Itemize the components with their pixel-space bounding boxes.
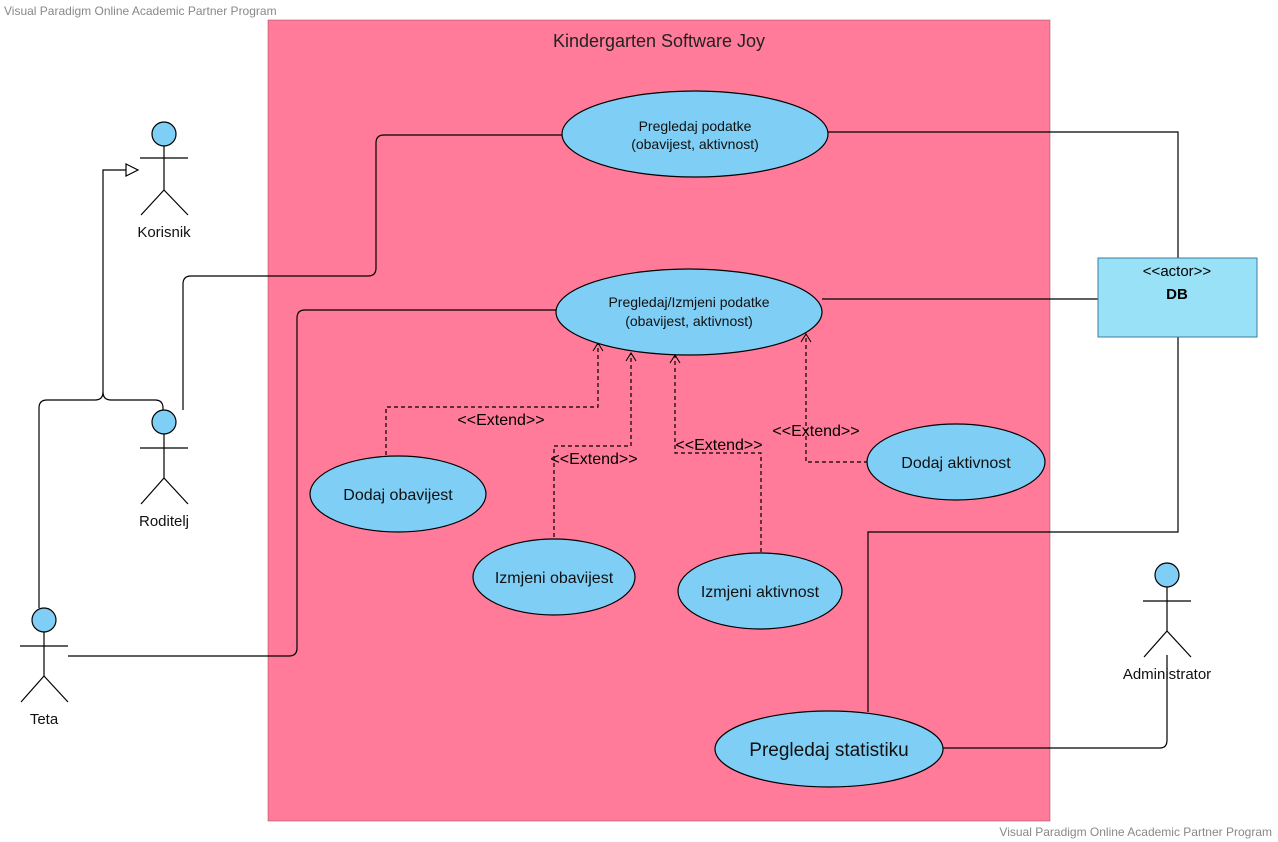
- actor-administrator-label: Administrator: [1123, 666, 1211, 683]
- actor-roditelj[interactable]: [140, 409, 189, 505]
- use-case-pregledaj-statistiku[interactable]: [714, 710, 944, 788]
- extend-dodaj-obavijest: [385, 342, 604, 455]
- use-case-label-pregledaj-statistiku: Pregledaj statistiku: [749, 740, 908, 761]
- use-case-label-dodaj-aktivnost: Dodaj aktivnost: [901, 455, 1011, 472]
- assoc-roditelj-pregledaj: [182, 134, 563, 410]
- actor-administrator[interactable]: [1143, 562, 1192, 658]
- use-case-dodaj-aktivnost[interactable]: [866, 423, 1046, 501]
- db-name: DB: [1166, 286, 1188, 303]
- teta-head-icon: [31, 607, 57, 633]
- assoc-teta-pregledaj-izmjeni: [68, 309, 557, 657]
- administrator-head-icon: [1154, 562, 1180, 588]
- use-case-izmjeni-obavijest[interactable]: [472, 538, 636, 616]
- assoc-statistika-administrator: [943, 655, 1168, 749]
- watermark-top: Visual Paradigm Online Academic Partner …: [4, 4, 277, 18]
- use-case-pregledaj-izmjeni-podatke[interactable]: [555, 268, 823, 356]
- extend-izmjeni-obavijest: [553, 352, 637, 537]
- generalization-roditelj-korisnik: [102, 169, 164, 410]
- actor-teta-label: Teta: [30, 711, 59, 728]
- use-case-label-pregledaj-izmjeni-2: (obavijest, aktivnost): [625, 313, 753, 329]
- use-case-label-pregledaj-podatke-2: (obavijest, aktivnost): [631, 136, 759, 152]
- use-case-label-dodaj-obavijest: Dodaj obavijest: [343, 487, 453, 504]
- extend-label-dodaj-aktivnost: <<Extend>>: [772, 423, 859, 440]
- extend-izmjeni-aktivnost: [669, 354, 762, 552]
- db-stereotype: <<actor>>: [1143, 263, 1212, 280]
- roditelj-head-icon: [151, 409, 177, 435]
- use-case-izmjeni-aktivnost[interactable]: [677, 552, 843, 630]
- actor-korisnik-label: Korisnik: [137, 224, 191, 241]
- generalization-teta-korisnik: [38, 391, 104, 608]
- extend-label-izmjeni-obavijest: <<Extend>>: [550, 451, 637, 468]
- use-case-label-izmjeni-aktivnost: Izmjeni aktivnost: [701, 584, 820, 601]
- use-case-pregledaj-podatke[interactable]: [561, 90, 829, 178]
- system-title: Kindergarten Software Joy: [553, 31, 765, 51]
- assoc-pregledaj-db: [827, 131, 1179, 258]
- extend-label-dodaj-obavijest: <<Extend>>: [457, 412, 544, 429]
- assoc-statistika-db: [867, 337, 1179, 712]
- actor-korisnik[interactable]: [140, 121, 189, 216]
- use-case-label-izmjeni-obavijest: Izmjeni obavijest: [495, 570, 614, 587]
- extend-label-izmjeni-aktivnost: <<Extend>>: [675, 437, 762, 454]
- use-case-label-pregledaj-podatke-1: Pregledaj podatke: [639, 118, 752, 134]
- use-case-label-pregledaj-izmjeni-1: Pregledaj/Izmjeni podatke: [608, 294, 769, 310]
- use-case-dodaj-obavijest[interactable]: [309, 455, 487, 533]
- korisnik-head-icon: [151, 121, 177, 147]
- generalization-arrowhead: [125, 163, 140, 177]
- actor-roditelj-label: Roditelj: [139, 513, 189, 530]
- actor-teta[interactable]: [20, 607, 69, 703]
- db-actor-box[interactable]: [1097, 257, 1258, 338]
- watermark-bottom: Visual Paradigm Online Academic Partner …: [999, 825, 1272, 839]
- extend-dodaj-aktivnost: [800, 333, 868, 463]
